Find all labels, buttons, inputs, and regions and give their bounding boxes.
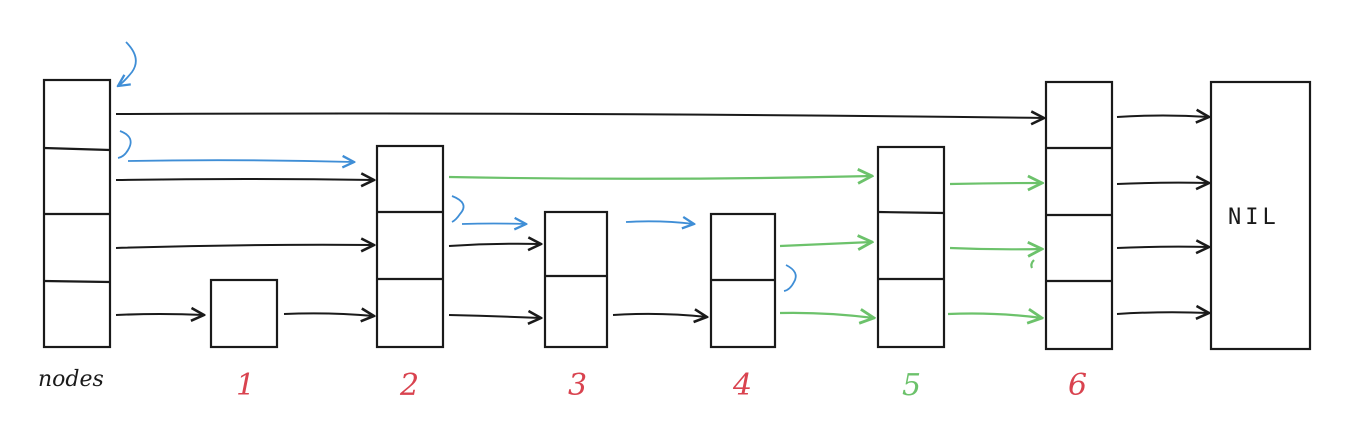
green-tick-mark (1030, 259, 1035, 269)
2-to-3-level-2 (448, 244, 541, 246)
blue-search-path (117, 41, 797, 292)
node-3-column (543, 210, 609, 349)
node-6-column (1044, 80, 1114, 351)
6-to-nil-level-4 (1116, 116, 1209, 118)
head-to-1-level-1 (115, 314, 204, 315)
3-to-4-search-arrow (625, 221, 694, 224)
head-to-2-level-3 (115, 179, 374, 180)
search-turn-node-4 (783, 264, 797, 292)
node-5-column (876, 145, 946, 349)
search-turn-head-top (118, 41, 137, 86)
node-2-column (375, 144, 445, 349)
6-to-nil-level-3 (1116, 183, 1209, 184)
search-turn-head-level-3 (117, 130, 132, 159)
node-5-label: 5 (902, 368, 921, 403)
head-to-6-level-4 (115, 114, 1044, 119)
5-to-6-level-1 (947, 314, 1042, 319)
6-to-nil-level-1 (1116, 312, 1209, 314)
head-to-2-level-2 (115, 245, 374, 248)
search-turn-node-2 (451, 195, 465, 223)
6-to-nil-level-2 (1116, 247, 1209, 248)
4-to-5-level-2 (779, 242, 872, 246)
nil-label: NIL (1228, 205, 1280, 230)
node-1-column (209, 278, 279, 349)
node-6-label: 6 (1068, 368, 1087, 403)
2-to-3-search-arrow (461, 224, 526, 225)
2-to-5-level-3 (448, 176, 872, 179)
node-2-label: 2 (399, 368, 419, 403)
1-to-2-level-1 (283, 313, 374, 316)
node-1-label: 1 (236, 368, 255, 403)
2-to-3-level-1 (448, 315, 541, 318)
node-4-label: 4 (732, 368, 752, 403)
node-3-label: 3 (568, 368, 587, 403)
5-to-6-level-3 (949, 183, 1042, 184)
head-node-label: nodes (38, 367, 104, 392)
green-links (448, 176, 1042, 319)
nil-node-column (1209, 80, 1312, 351)
4-to-5-level-1 (779, 313, 874, 318)
3-to-4-level-1 (612, 314, 707, 317)
head-node-column (42, 78, 112, 349)
node-4-column (709, 212, 777, 349)
black-links (115, 114, 1209, 319)
head-to-2-search-arrow (127, 160, 354, 162)
5-to-6-level-2 (949, 248, 1042, 249)
